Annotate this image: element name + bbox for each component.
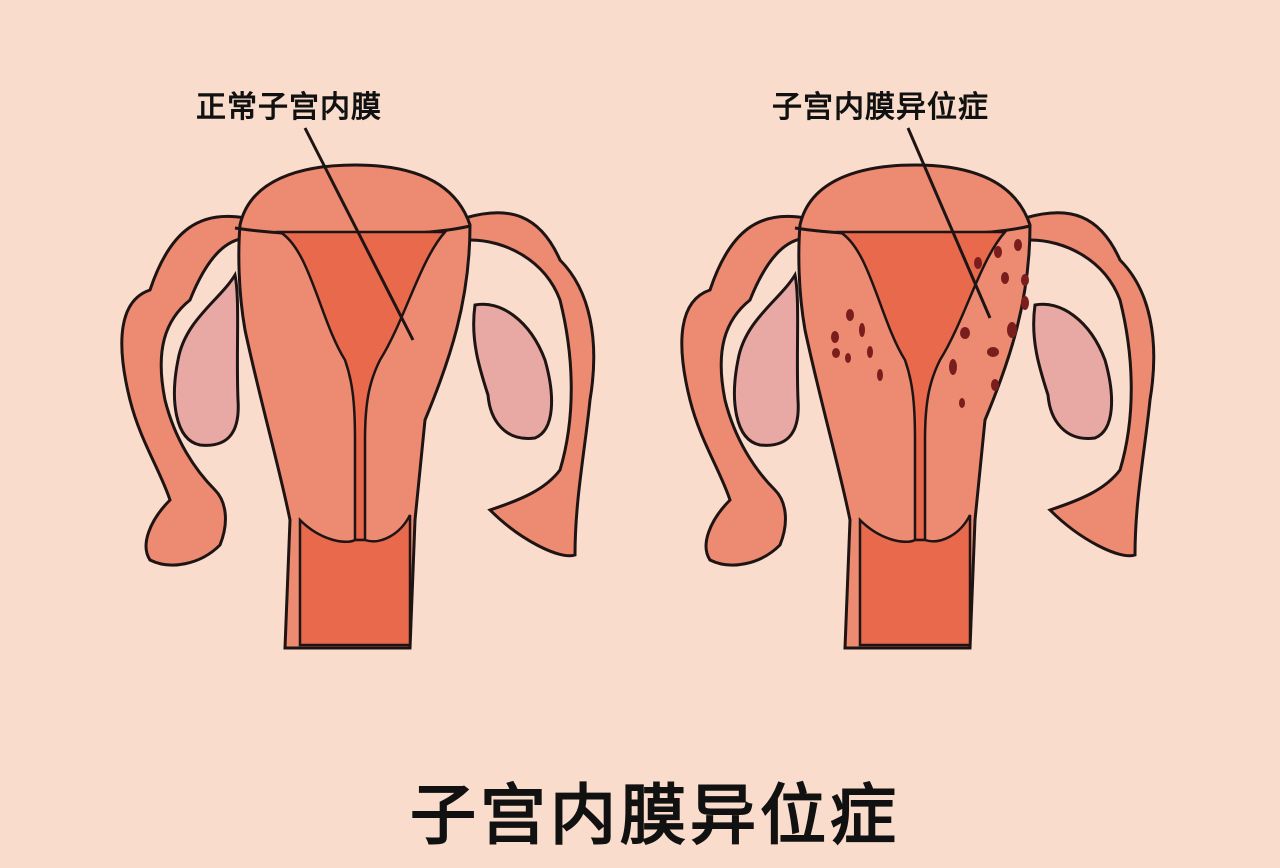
lesion-spots [831,239,1029,408]
normal-uterus [120,127,596,650]
diagram-title: 子宫内膜异位症 [410,777,900,854]
pointer-line-endo [906,127,992,319]
label-normal-endometrium: 正常子宫内膜 [196,90,382,125]
pointer-line-normal [303,127,415,341]
label-endometriosis: 子宫内膜异位症 [772,90,989,125]
endometriosis-uterus [680,127,1156,650]
